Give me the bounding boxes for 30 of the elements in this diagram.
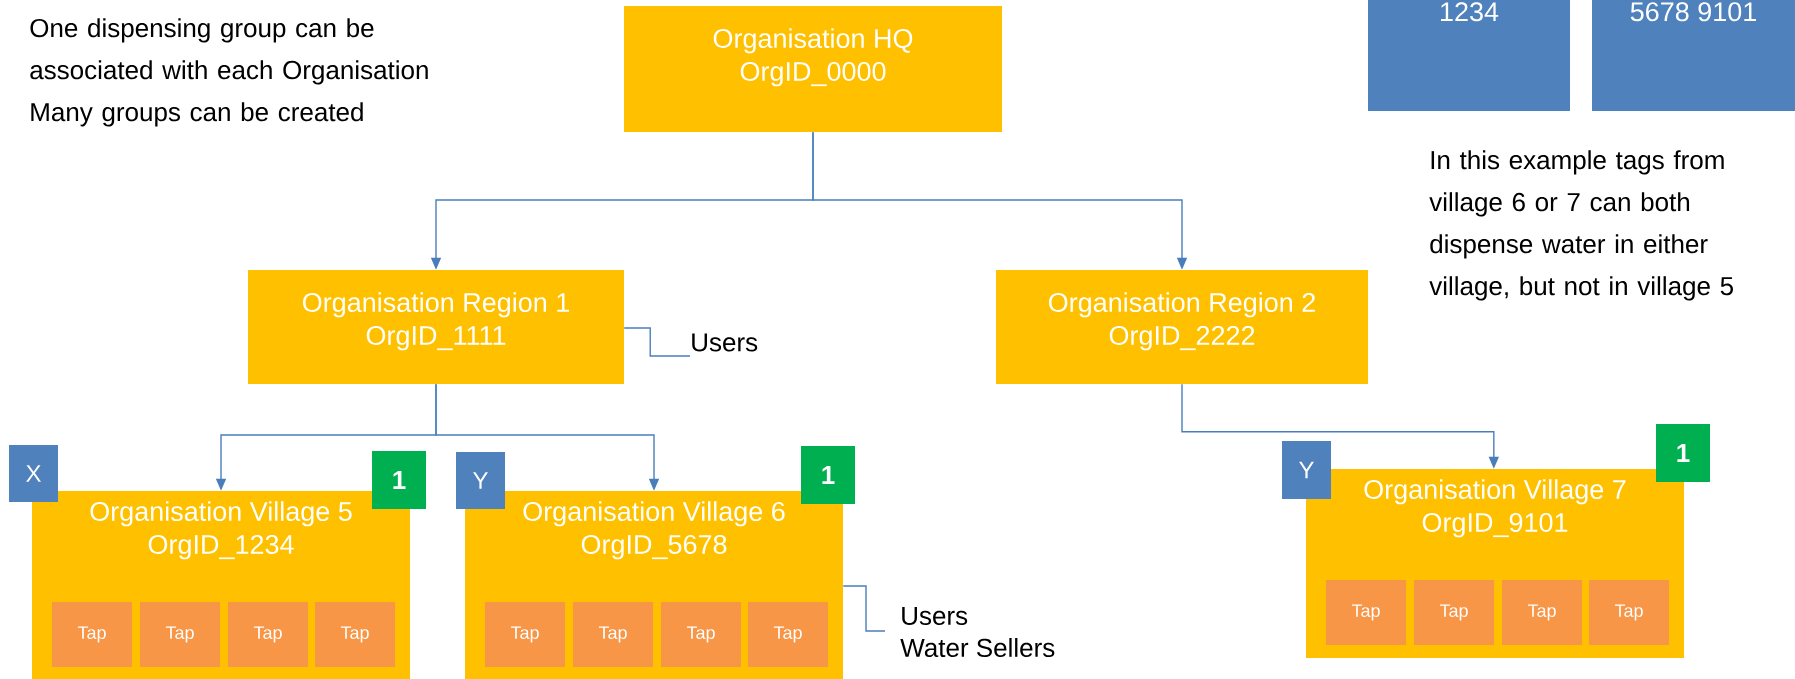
connector xyxy=(842,585,886,632)
tap-box: Tap xyxy=(52,602,132,667)
count-badge: 1 xyxy=(1656,424,1710,482)
note-text: One dispensing group can be associated with each Organisation xyxy=(30,18,428,85)
tag-box: Y xyxy=(456,452,505,509)
connector xyxy=(623,327,691,357)
tap-box: Tap xyxy=(573,602,653,667)
tap-box: Tap xyxy=(661,602,741,667)
tap-box: Tap xyxy=(315,602,395,667)
org-box: Organisation HQ OrgID_0000 xyxy=(624,6,1002,132)
id-box: 1234 xyxy=(1368,0,1570,111)
tap-box: Tap xyxy=(140,602,220,667)
count-badge: 1 xyxy=(372,451,426,509)
tap-box: Tap xyxy=(1414,580,1494,645)
note-text: In this example tags from village 6 or 7 can both dispense water in either village, but not in village 5 xyxy=(1429,150,1733,301)
tap-box: Tap xyxy=(1589,580,1669,645)
tap-box: Tap xyxy=(1326,580,1406,645)
count-badge: 1 xyxy=(801,446,855,504)
tap-box: Tap xyxy=(1502,580,1582,645)
tag-box: Y xyxy=(1282,441,1331,499)
org-box: Organisation Region 1 OrgID_1111 xyxy=(248,270,624,384)
tap-box: Tap xyxy=(228,602,308,667)
tag-box: X xyxy=(9,445,58,502)
org-box: Organisation Region 2 OrgID_2222 xyxy=(996,270,1368,384)
tap-box: Tap xyxy=(485,602,565,667)
note-text: Many groups can be created xyxy=(31,102,363,127)
id-box: 5678 9101 xyxy=(1592,0,1795,111)
tap-box: Tap xyxy=(748,602,828,667)
role-text: Users Water Sellers xyxy=(900,606,1055,658)
role-text: Users xyxy=(692,333,758,352)
